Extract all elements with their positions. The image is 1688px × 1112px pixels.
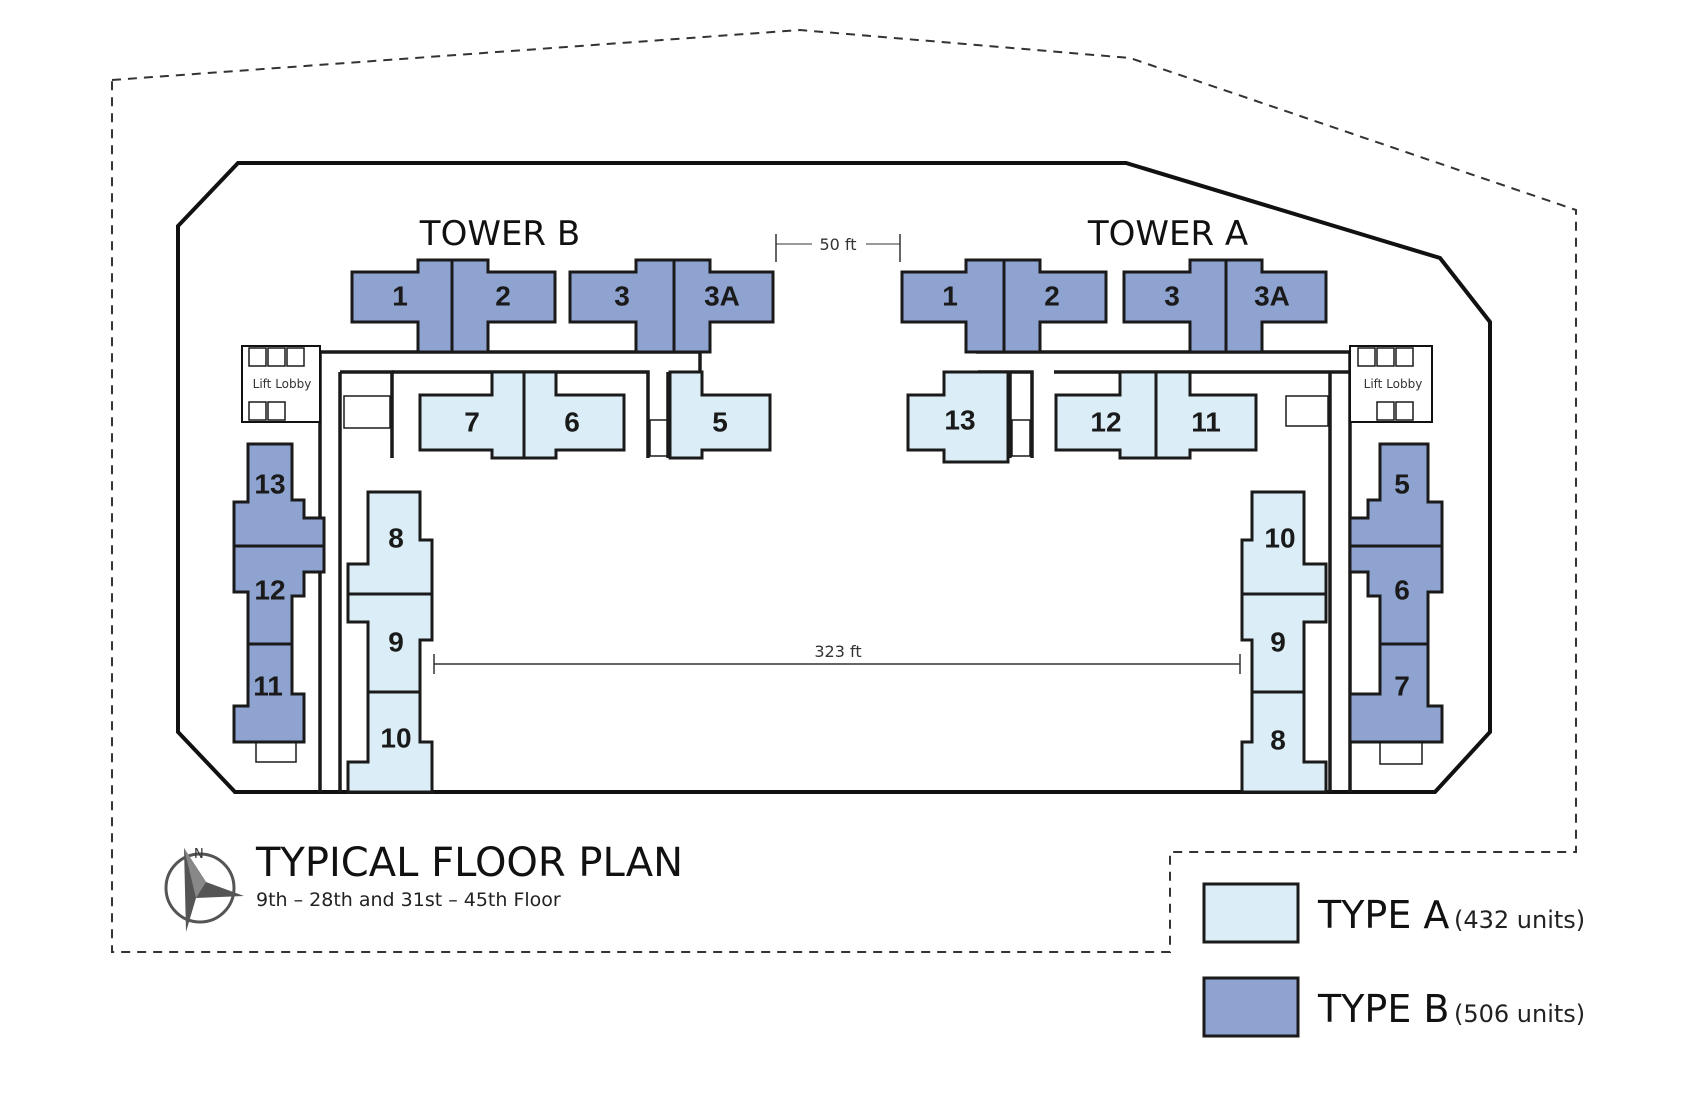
legend-type-a-label: TYPE A [1317,893,1449,937]
lift-lobby-a-label: Lift Lobby [1364,377,1423,391]
lift-lobby-b-label: Lift Lobby [253,377,312,391]
unit-b-9-label: 9 [388,627,404,658]
legend-type-a-count: (432 units) [1454,906,1585,934]
stair-a2 [1379,741,1423,765]
unit-b-3a-label: 3A [704,281,740,312]
legend-swatch-type-b [1202,976,1300,1038]
unit-a-9-label: 9 [1270,627,1286,658]
unit-b-2-label: 2 [495,281,511,312]
unit-a-11-label: 11 [1191,407,1221,438]
unit-a-7-label: 7 [1394,671,1410,702]
unit-b-6[interactable] [522,370,626,460]
building-outline [176,161,1492,794]
unit-a-2-label: 2 [1044,281,1060,312]
north-arrow-icon: N [164,847,244,932]
dimension-span-label: 323 ft [814,642,861,661]
dimension-span: 323 ft [433,640,1241,674]
legend-swatch-type-a [1202,882,1300,944]
svg-text:N: N [194,847,204,862]
unit-a-11[interactable] [1154,370,1258,460]
unit-b-7-label: 7 [464,407,480,438]
plan-title: TYPICAL FLOOR PLAN [255,840,683,886]
dimension-gap: 50 ft [775,234,901,262]
unit-a-3a[interactable] [1224,258,1328,354]
unit-a-6-label: 6 [1394,575,1410,606]
unit-a-10-label: 10 [1264,523,1295,554]
unit-b-10[interactable] [346,690,434,794]
legend-type-b-count: (506 units) [1454,1000,1585,1028]
unit-a-2[interactable] [1002,258,1108,354]
unit-a-3a-label: 3A [1254,281,1290,312]
unit-a-1-label: 1 [942,281,958,312]
unit-a-8[interactable] [1240,690,1328,794]
legend: TYPE A (432 units) TYPE B (506 units) [1202,882,1585,1038]
dimension-gap-label: 50 ft [819,235,856,254]
unit-a-12-label: 12 [1090,407,1121,438]
unit-b-10-label: 10 [380,723,411,754]
unit-b-12-label: 12 [254,575,285,606]
unit-b-13[interactable] [232,442,326,548]
unit-b-11-label: 11 [253,671,283,702]
unit-a-3-label: 3 [1164,281,1180,312]
stair-a1 [1285,395,1329,427]
unit-b-5[interactable] [668,370,772,460]
site-boundary [111,28,1577,953]
unit-b-3-label: 3 [614,281,630,312]
unit-b-11[interactable] [232,642,306,744]
unit-b-3a[interactable] [672,258,775,354]
unit-a-7[interactable] [1348,642,1444,744]
lift-lobby-b: Lift Lobby [241,345,321,423]
stair-b1 [343,395,391,429]
legend-type-b-label: TYPE B [1317,987,1450,1031]
unit-b-13-label: 13 [254,469,285,500]
tower-a-label: TOWER A [1087,214,1248,254]
unit-a-13[interactable] [906,370,1010,464]
unit-a-13-label: 13 [944,405,975,436]
unit-b-2[interactable] [450,258,557,354]
unit-b-1-label: 1 [392,281,408,312]
tower-b-label: TOWER B [419,214,580,254]
stair-b3 [649,419,669,457]
unit-b-5-label: 5 [712,407,728,438]
plan-subtitle: 9th – 28th and 31st – 45th Floor [256,889,561,911]
unit-a-5-label: 5 [1394,469,1410,500]
unit-b-8-label: 8 [388,523,404,554]
unit-b-12[interactable] [232,544,326,646]
unit-a-8-label: 8 [1270,725,1286,756]
unit-b-6-label: 6 [564,407,580,438]
stair-a3 [1011,419,1031,457]
lift-lobby-a: Lift Lobby [1349,345,1433,423]
